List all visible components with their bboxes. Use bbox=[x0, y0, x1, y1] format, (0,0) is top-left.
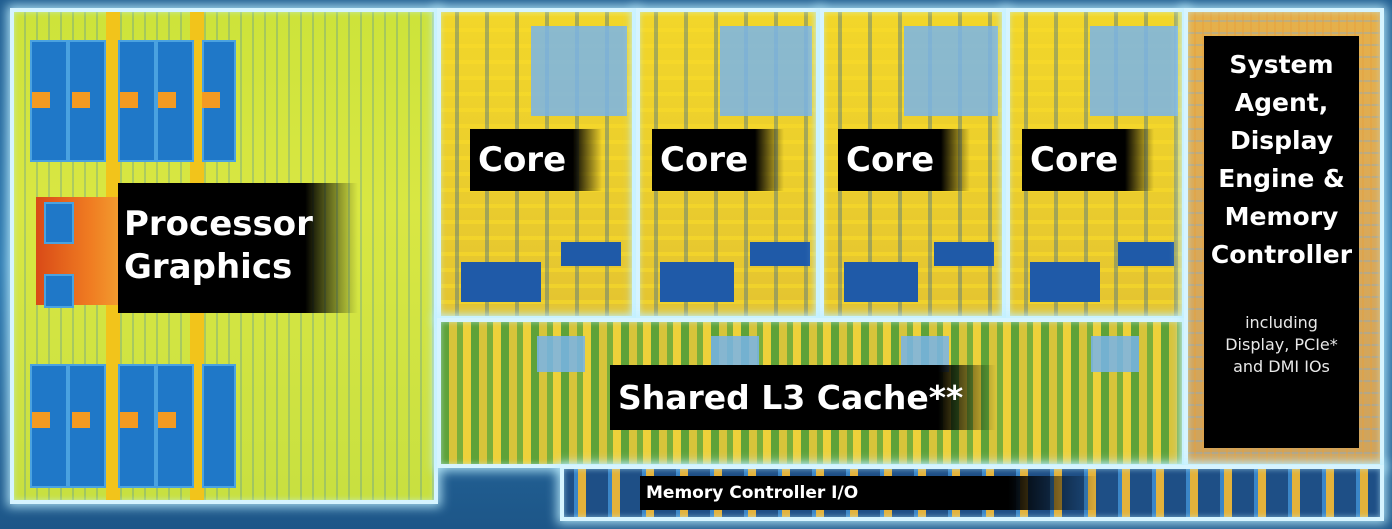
system-agent-label-box: System Agent, Display Engine & Memory Co… bbox=[1204, 36, 1359, 448]
core-label-3: Core bbox=[838, 129, 970, 191]
system-agent-title-line: Memory bbox=[1224, 202, 1339, 231]
system-agent-title-line: System bbox=[1229, 50, 1334, 79]
system-agent-title-line: Engine & bbox=[1218, 164, 1345, 193]
graphics-label-line-1: Processor bbox=[124, 204, 313, 244]
system-agent-subtitle-line: and DMI IOs bbox=[1233, 357, 1330, 376]
system-agent-subtitle: including Display, PCIe* and DMI IOs bbox=[1204, 312, 1359, 378]
memory-io-label: Memory Controller I/O bbox=[640, 476, 1100, 510]
graphics-region bbox=[10, 8, 438, 504]
system-agent-title-line: Controller bbox=[1210, 240, 1353, 269]
system-agent-title-line: Display bbox=[1229, 126, 1334, 155]
system-agent-title-line: Agent, bbox=[1234, 88, 1329, 117]
core-label-1: Core bbox=[470, 129, 602, 191]
graphics-label: Processor Graphics bbox=[118, 183, 358, 313]
cache-label: Shared L3 Cache** bbox=[610, 365, 996, 430]
system-agent-subtitle-line: Display, PCIe* bbox=[1225, 335, 1338, 354]
core-label-4: Core bbox=[1022, 129, 1154, 191]
graphics-label-line-2: Graphics bbox=[124, 246, 293, 287]
core-label-2: Core bbox=[652, 129, 784, 191]
system-agent-subtitle-line: including bbox=[1245, 313, 1318, 332]
system-agent-title: System Agent, Display Engine & Memory Co… bbox=[1204, 46, 1359, 274]
